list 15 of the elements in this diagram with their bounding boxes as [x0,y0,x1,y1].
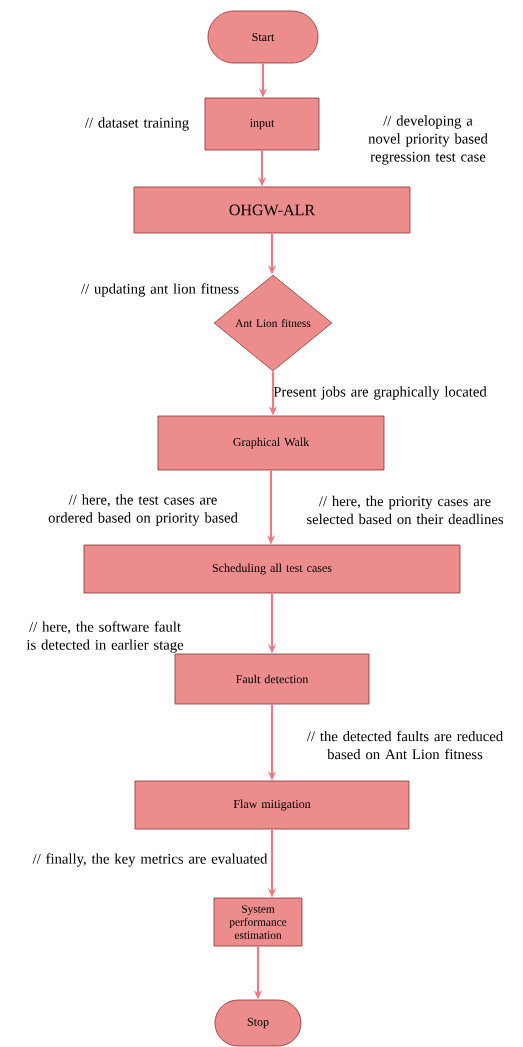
comment-text: Present jobs are graphically located [273,386,487,400]
process-box: input [204,97,320,151]
comment-text: // here, the software fault is detected in earlier stage [26,621,184,653]
comment-text: // the detected faults are reduced based on Ant Lion fitness [306,730,503,760]
comment-text: // here, the test cases are ordered based on priority based [48,494,238,526]
comment-text: // dataset training [84,117,189,131]
comment-text: // developing a novel priority based regression test case [368,115,488,165]
process-box: Graphical Walk [157,415,385,471]
process-box: Flaw mitigation [134,780,410,830]
process-box: System performance estimation [213,897,303,947]
comment-text: // here, the priority cases are selected based on their deadlines [307,495,504,525]
comment-text: // finally, the key metrics are evaluated [32,853,268,867]
process-box: Fault detection [174,653,370,705]
process-box: Scheduling all test cases [83,544,461,594]
process-box: OHGW-ALR [133,186,411,234]
